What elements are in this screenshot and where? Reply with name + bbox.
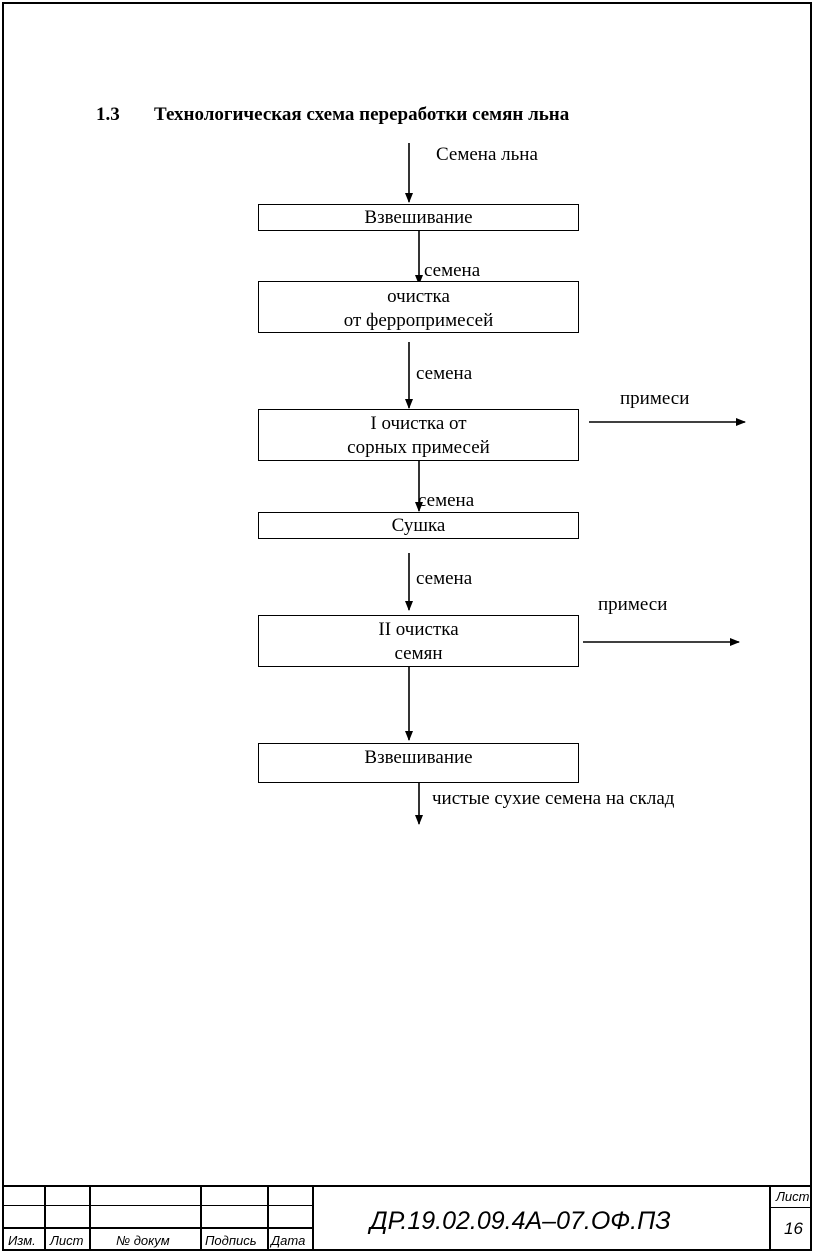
- side-output-label: примеси: [598, 594, 668, 615]
- step-line: очистка: [387, 286, 450, 307]
- edge-label: семена: [424, 260, 481, 281]
- step-line: Взвешивание: [364, 206, 473, 228]
- col-label-doc-number: № докум: [116, 1233, 170, 1248]
- step-cleaning-2: II очистка семян: [258, 615, 579, 667]
- col-label-signature: Подпись: [205, 1233, 257, 1248]
- col-label-change: Изм.: [8, 1233, 36, 1248]
- step-weighing-2: Взвешивание: [258, 743, 579, 783]
- step-drying: Сушка: [258, 512, 579, 539]
- step-line: семян: [394, 643, 443, 664]
- section-title: Технологическая схема переработки семян …: [154, 104, 570, 125]
- side-output-label: примеси: [620, 388, 690, 409]
- input-label: Семена льна: [436, 144, 538, 165]
- edge-label: семена: [418, 490, 475, 511]
- edge-label: семена: [416, 568, 473, 589]
- step-ferro-cleaning: очистка от ферропримесей: [258, 281, 579, 333]
- step-line: Сушка: [391, 514, 446, 536]
- col-label-sheet: Лист: [50, 1233, 84, 1248]
- step-line: Взвешивание: [364, 747, 473, 768]
- step-cleaning-1: I очистка от сорных примесей: [258, 409, 579, 461]
- title-block: Изм. Лист № докум Подпись Дата ДР.19.02.…: [4, 1185, 812, 1251]
- step-line: от ферропримесей: [343, 310, 494, 331]
- step-line: I очистка от: [370, 413, 467, 434]
- col-label-date: Дата: [271, 1233, 306, 1248]
- document-code: ДР.19.02.09.4А–07.ОФ.ПЗ: [370, 1207, 671, 1235]
- step-weighing-1: Взвешивание: [258, 204, 579, 231]
- edge-label: семена: [416, 363, 473, 384]
- section-heading: 1.3 Технологическая схема переработки сем…: [96, 104, 569, 126]
- sheet-label: Лист: [776, 1189, 810, 1204]
- output-label: чистые сухие семена на склад: [432, 788, 675, 809]
- step-line: сорных примесей: [347, 437, 490, 458]
- section-number: 1.3: [96, 104, 120, 125]
- step-line: II очистка: [378, 619, 459, 640]
- sheet-number: 16: [784, 1219, 803, 1238]
